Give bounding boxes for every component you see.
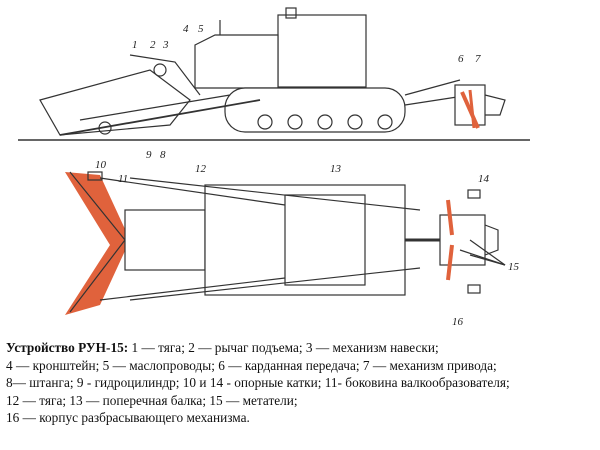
label-2: 2 [150, 39, 156, 51]
label-3: 3 [162, 39, 169, 51]
caption-line-2: 4 — кронштейн; 5 — маслопроводы; 6 — кар… [6, 357, 497, 373]
caption-text: 1 — тяга; 2 — рычаг подъема; 3 — механиз… [128, 340, 439, 355]
label-11: 11 [118, 173, 128, 185]
label-13: 13 [330, 163, 342, 175]
windrow-former-side [65, 172, 130, 315]
caption-line-3: 8— штанга; 9 - гидроцилиндр; 10 и 14 - о… [6, 375, 510, 390]
label-9: 9 [146, 149, 152, 161]
tractor-cab [277, 7, 367, 88]
label-15: 15 [508, 261, 520, 273]
label-4: 4 [183, 23, 189, 35]
label-7: 7 [475, 53, 481, 65]
figure-caption: Устройство РУН-15: 1 — тяга; 2 — рычаг п… [6, 339, 600, 427]
label-5: 5 [198, 23, 204, 35]
side-view: 1 2 3 4 5 6 7 8 9 [18, 7, 530, 161]
front-frame [124, 209, 206, 271]
caption-title: Устройство РУН-15: [6, 340, 129, 355]
caption-line-5: 16 — корпус разбрасывающего механизма. [6, 410, 250, 425]
tractor-track [224, 87, 406, 133]
support-roller-10 [87, 171, 103, 181]
label-10: 10 [95, 159, 107, 171]
label-1: 1 [132, 39, 138, 51]
label-14: 14 [478, 173, 490, 185]
label-12: 12 [195, 163, 207, 175]
label-8: 8 [160, 149, 166, 161]
label-16: 16 [452, 316, 464, 328]
machine-diagram: 1 2 3 4 5 6 7 8 9 10 11 12 13 [18, 7, 530, 328]
label-6: 6 [458, 53, 464, 65]
spreader-mechanism [439, 189, 499, 294]
tractor-hood [194, 20, 279, 89]
caption-line-1: Устройство РУН-15: 1 — тяга; 2 — рычаг п… [6, 339, 600, 357]
caption-line-4: 12 — тяга; 13 — поперечная балка; 15 — м… [6, 392, 298, 408]
front-implement [39, 54, 261, 136]
cross-beam [284, 194, 366, 286]
rear-mechanism [404, 79, 506, 129]
plan-view: 10 11 12 13 14 15 16 [65, 159, 520, 328]
